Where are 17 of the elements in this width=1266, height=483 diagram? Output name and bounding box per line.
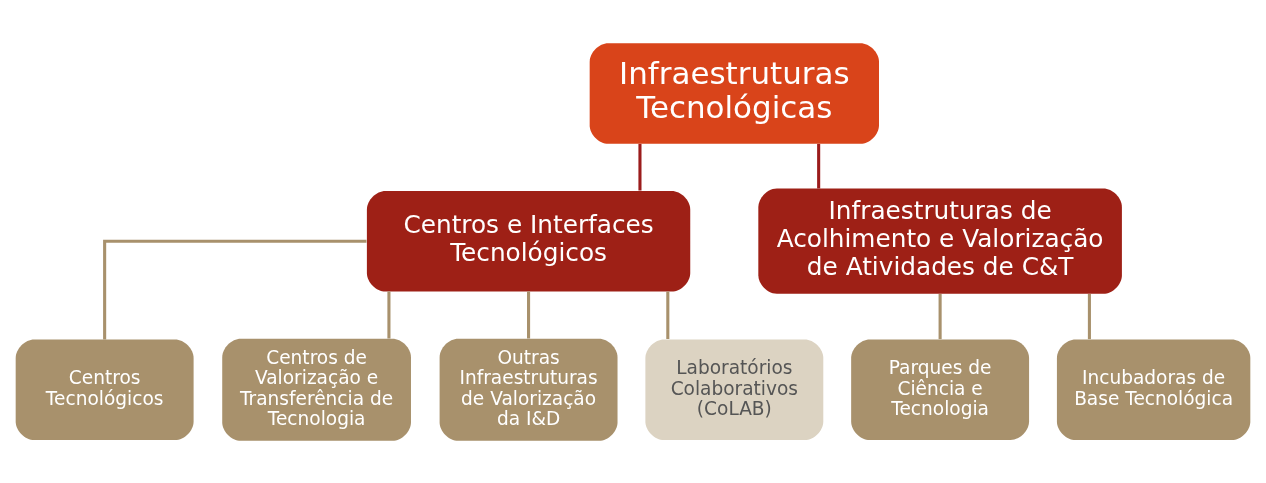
connector: [527, 291, 531, 338]
connector: [387, 291, 391, 338]
node-box: Centros de Valorização e Transferência de Tecnologia: [222, 338, 411, 441]
node-box: Infraestruturas Tecnológicas: [589, 42, 879, 144]
node-box: Incubadoras de Base Tecnológica: [1056, 338, 1251, 440]
node-box: Infraestruturas de Acolhimento e Valorização de Atividades de C&T: [758, 188, 1122, 294]
node-box: Laboratórios Colaborativos (CoLAB): [645, 338, 824, 440]
connector: [638, 143, 642, 190]
connector: [666, 291, 670, 339]
node-box: Centros Tecnológicos: [15, 338, 194, 440]
node-box: Outras Infraestruturas de Valorização da I&D: [439, 338, 618, 441]
connector: [103, 239, 367, 339]
node-box: Parques de Ciência e Tecnologia: [851, 338, 1030, 440]
connector: [938, 293, 942, 339]
connector: [817, 143, 821, 188]
node-box: Centros e Interfaces Tecnológicos: [366, 190, 691, 291]
connector: [1087, 293, 1091, 339]
